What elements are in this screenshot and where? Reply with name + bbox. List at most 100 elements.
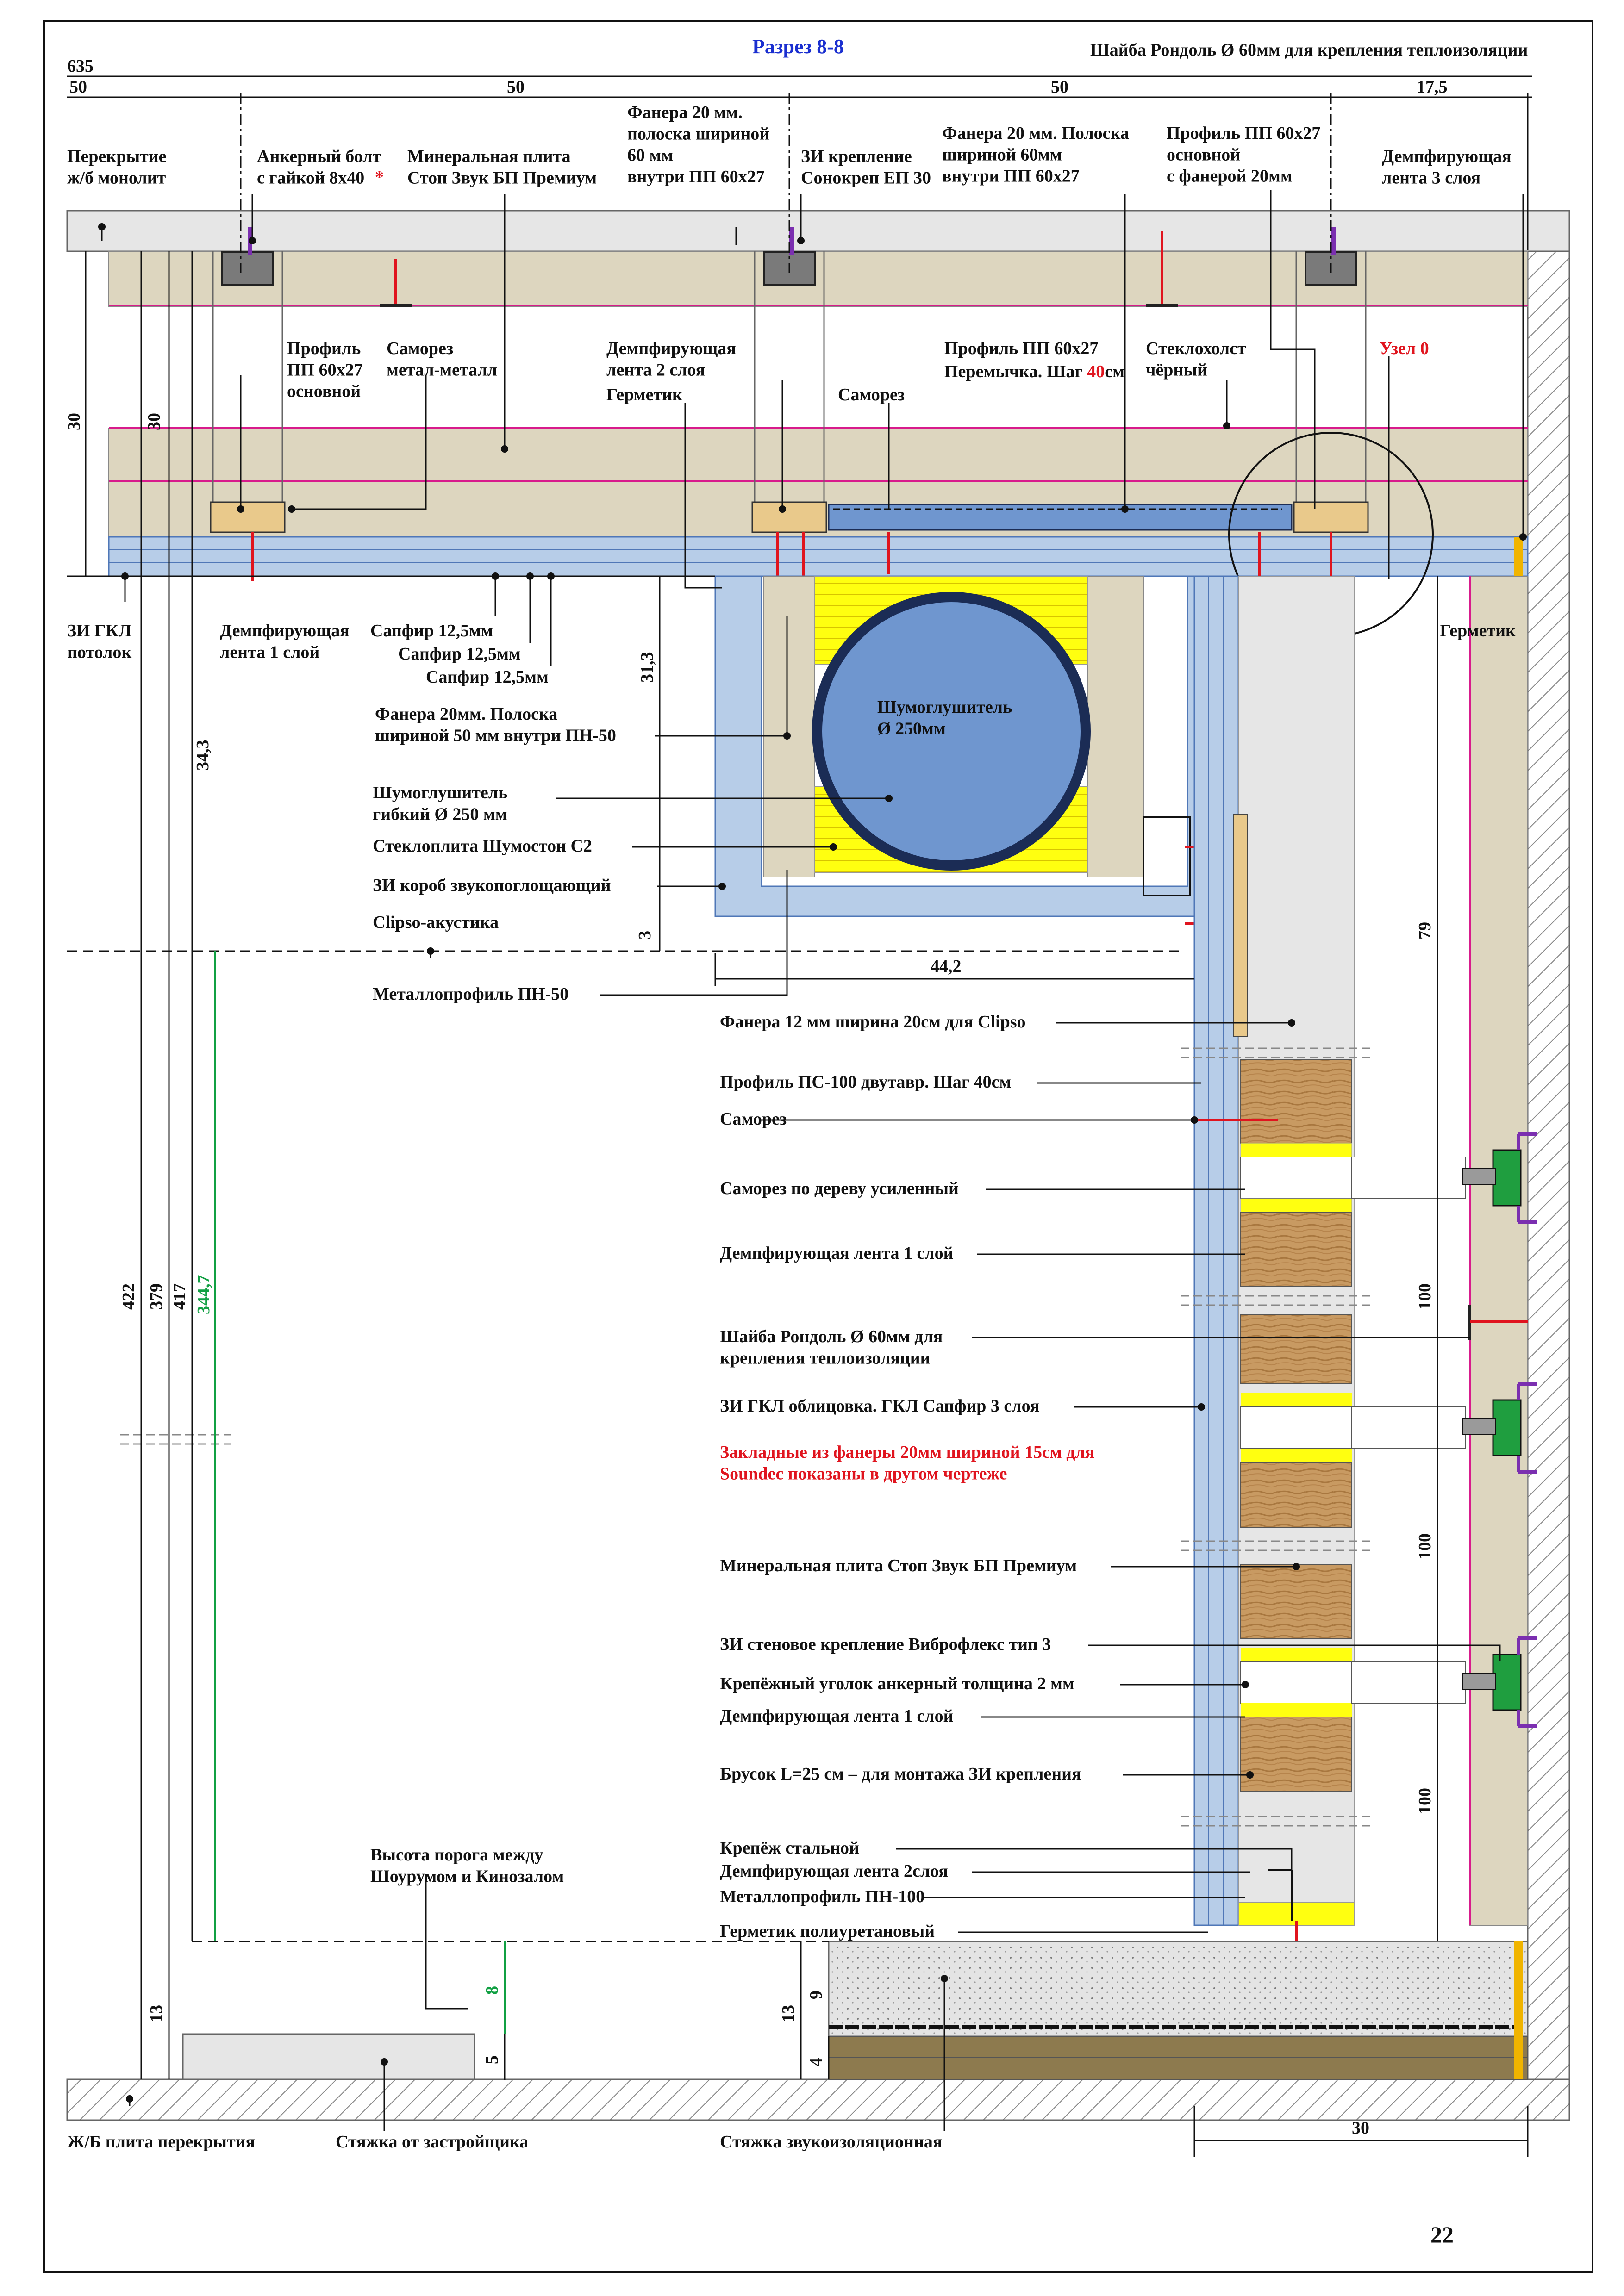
- jumper-profile: [828, 504, 1293, 531]
- hanger-3: [1293, 227, 1369, 533]
- label-slab-monolith: Перекрытие ж/б монолит: [67, 147, 167, 187]
- dim-417: 417: [170, 1283, 189, 1310]
- dim-13-right: 13: [779, 2005, 798, 2022]
- dim-344-7: 344,7: [194, 1275, 213, 1315]
- label-damp-1-a: Демпфирующая лента 1 слой: [720, 1244, 954, 1263]
- label-washer-top: Шайба Рондоль Ø 60мм для крепления тепло…: [1090, 40, 1528, 60]
- dim-30-bottom: 30: [1352, 2118, 1369, 2138]
- label-node-0: Узел 0: [1380, 339, 1429, 358]
- dim-4: 4: [806, 2058, 826, 2066]
- dim-44-2: 44,2: [931, 957, 962, 976]
- label-washer-wall: Шайба Рондоль Ø 60мм для крепления теплои…: [720, 1327, 943, 1368]
- label-bar: Брусок L=25 см – для монтажа ЗИ креплени…: [720, 1764, 1081, 1784]
- text-line: Демпфирующая: [1382, 147, 1512, 166]
- label-anchor-star: *: [375, 168, 384, 187]
- text-line: ПП 60х27: [287, 360, 363, 380]
- floor-underlay-2: [828, 2057, 1528, 2080]
- text-line: с гайкой 8х40: [257, 168, 364, 187]
- text-line: Шумоглушитель: [373, 783, 507, 803]
- text-line: Минеральная плита: [407, 147, 571, 166]
- dim-top-50b: 50: [507, 77, 525, 97]
- text-line: ЗИ ГКЛ: [67, 621, 131, 641]
- duct-box-wool-right: [1087, 576, 1144, 877]
- text-line: ж/б монолит: [67, 168, 166, 187]
- label-sapphire-1: Сапфир 12,5мм: [370, 621, 493, 641]
- label-steel-fix: Крепёж стальной: [720, 1838, 859, 1858]
- text-line: шириной 50 мм внутри ПН-50: [375, 726, 616, 745]
- label-slab-bottom: Ж/Б плита перекрытия: [67, 2132, 255, 2152]
- label-profile-pp-jumper: Перемычка. Шаг 40см: [944, 362, 1124, 381]
- text-line: Фанера 20 мм.: [627, 103, 743, 122]
- wall-washer: [1468, 1305, 1528, 1340]
- text-line: ЗИ крепление: [801, 147, 912, 166]
- dim-top-17-5: 17,5: [1417, 77, 1448, 97]
- floor-underlay-1: [828, 2036, 1528, 2058]
- text-line: Фанера 20 мм. Полоска: [942, 124, 1129, 143]
- text-line: Фанера 20мм. Полоска: [375, 704, 557, 724]
- text-line: Шайба Рондоль Ø 60мм для: [720, 1327, 943, 1346]
- label-glass-board: Стеклоплита Шумостон С2: [373, 836, 592, 856]
- text-line: Демпфирующая: [220, 621, 350, 641]
- text-line: Стеклохолст: [1146, 339, 1246, 358]
- washer-top: [380, 231, 1178, 307]
- dim-422: 422: [119, 1283, 138, 1310]
- label-screw: Саморез: [838, 385, 905, 404]
- dim-34-3: 34,3: [193, 740, 212, 771]
- dim-379: 379: [147, 1283, 166, 1310]
- jumper-unit: см: [1105, 362, 1124, 381]
- label-profile-pp-jumper-1: Профиль ПП 60х27: [944, 339, 1098, 358]
- label-screw-wood: Саморез по дереву усиленный: [720, 1179, 959, 1198]
- text-line: внутри ПП 60х27: [942, 167, 1080, 186]
- label-sapphire-2: Сапфир 12,5мм: [398, 644, 521, 664]
- text-line: 60 мм: [627, 146, 673, 165]
- top-wool-layer: [108, 251, 1528, 307]
- page-number: 22: [1430, 2221, 1454, 2247]
- text-line: Шумоглушитель: [877, 697, 1012, 717]
- label-metal-pn50: Металлопрофиль ПН-50: [373, 984, 568, 1004]
- floor-edge-tape: [1514, 1941, 1523, 2079]
- duct-box-wool-left: [763, 576, 815, 877]
- text-line: основной: [1167, 145, 1240, 164]
- jumper-text: Перемычка. Шаг: [944, 362, 1087, 381]
- dim-13-left: 13: [147, 2005, 166, 2022]
- dim-3: 3: [635, 931, 655, 940]
- text-line: Высота порога между: [370, 1845, 543, 1865]
- dim-5: 5: [482, 2055, 502, 2064]
- dim-100b: 100: [1415, 1533, 1435, 1560]
- label-clipso: Clipso-акустика: [373, 913, 499, 932]
- label-zi-box: ЗИ короб звукопоглощающий: [373, 876, 611, 895]
- screed-developer: [182, 2033, 475, 2080]
- label-screw-wall: Саморез: [720, 1109, 787, 1129]
- dim-100c: 100: [1415, 1788, 1435, 1814]
- text-line: Демпфирующая: [606, 339, 736, 358]
- text-line: Перекрытие: [67, 147, 167, 166]
- page-frame: [43, 20, 1593, 2273]
- text-line: полоска шириной: [627, 124, 769, 143]
- text-line: Анкерный болт: [257, 147, 381, 166]
- text-line: с фанерой 20мм: [1167, 167, 1293, 186]
- bottom-fix: [1238, 1869, 1355, 1944]
- section-title: Разрез 8-8: [752, 35, 844, 58]
- label-sapphire-3: Сапфир 12,5мм: [426, 667, 549, 687]
- text-line: крепления теплоизоляции: [720, 1348, 931, 1368]
- text-line: Закладные из фанеры 20мм шириной 15см дл…: [720, 1443, 1094, 1462]
- text-line: шириной 60мм: [942, 145, 1062, 164]
- label-damp-1-b: Демпфирующая лента 1 слой: [720, 1706, 954, 1726]
- dim-9: 9: [806, 1991, 826, 1999]
- text-line: Профиль ПП 60х27: [1167, 124, 1320, 143]
- label-plywood-strip-2: Фанера 20 мм. Полоска шириной 60мм внутри …: [942, 124, 1129, 186]
- gkl-ceiling: [108, 536, 1529, 577]
- wood-bars: [1240, 1059, 1352, 1792]
- leader-dots: [98, 223, 1527, 2103]
- text-line: лента 3 слоя: [1382, 168, 1480, 187]
- dim-79: 79: [1415, 922, 1435, 940]
- label-screed-dev: Стяжка от застройщика: [336, 2132, 528, 2152]
